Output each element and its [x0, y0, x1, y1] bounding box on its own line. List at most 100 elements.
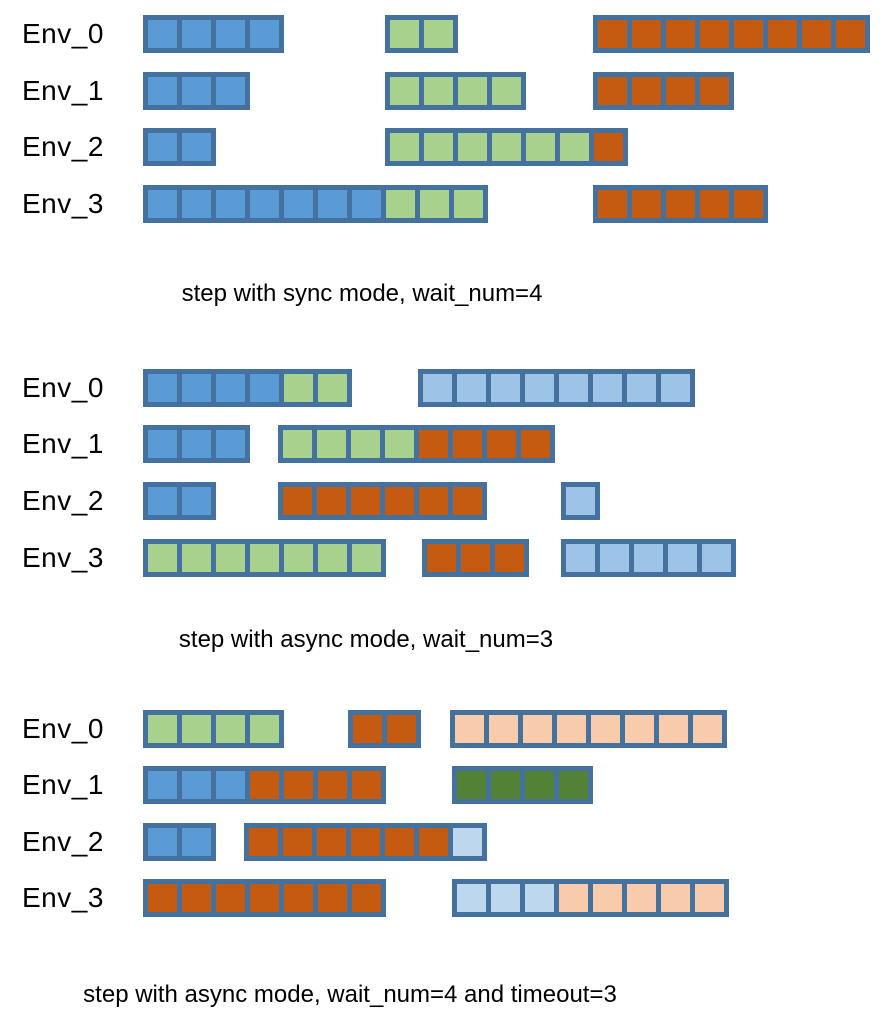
step-cell-orange: [353, 715, 382, 743]
step-group: [385, 15, 458, 53]
step-cell-green: [318, 374, 347, 402]
step-cell-orange: [250, 884, 279, 912]
step-group: [385, 128, 628, 166]
step-cell-blue: [250, 374, 279, 402]
step-cell-orange: [666, 77, 695, 105]
step-cell-green: [351, 430, 380, 458]
step-cell-orange: [594, 133, 623, 161]
step-cell-paleorange: [559, 884, 588, 912]
step-cell-blue: [148, 133, 177, 161]
step-cell-blue: [182, 77, 211, 105]
step-cell-green: [492, 77, 521, 105]
step-cell-orange: [182, 884, 211, 912]
step-cell-blue: [148, 430, 177, 458]
step-cell-orange: [216, 884, 245, 912]
step-cell-green: [458, 133, 487, 161]
step-cell-orange: [427, 544, 456, 572]
step-cell-orange: [284, 771, 313, 799]
step-cell-paleblue: [491, 884, 520, 912]
step-cell-orange: [419, 487, 448, 515]
step-cell-blue: [148, 828, 177, 856]
step-cell-green: [424, 133, 453, 161]
step-cell-darkgreen: [525, 771, 554, 799]
step-cell-lightblue: [457, 374, 486, 402]
step-cell-orange: [666, 20, 695, 48]
env-label-panel0-env_3: Env_3: [22, 188, 104, 219]
step-group: [244, 823, 487, 861]
step-cell-blue: [148, 771, 177, 799]
step-group: [348, 710, 421, 748]
step-cell-green: [424, 77, 453, 105]
step-group: [278, 482, 487, 520]
step-cell-green: [216, 544, 245, 572]
step-cell-orange: [632, 20, 661, 48]
step-group: [143, 766, 386, 804]
env-label-panel2-env_1: Env_1: [22, 769, 104, 800]
step-cell-orange: [317, 828, 346, 856]
step-cell-orange: [700, 190, 729, 218]
step-cell-green: [250, 715, 279, 743]
step-group: [450, 710, 727, 748]
step-group: [593, 185, 768, 223]
step-cell-paleblue: [457, 884, 486, 912]
panel-caption-async-timeout: step with async mode, wait_num=4 and tim…: [83, 981, 617, 1008]
step-cell-green: [182, 715, 211, 743]
step-cell-orange: [700, 20, 729, 48]
step-group: [143, 425, 250, 463]
step-cell-blue: [250, 20, 279, 48]
step-cell-lightblue: [593, 374, 622, 402]
env-label-panel0-env_1: Env_1: [22, 75, 104, 106]
step-cell-paleorange: [591, 715, 620, 743]
step-cell-green: [390, 77, 419, 105]
step-cell-green: [182, 544, 211, 572]
step-group: [422, 539, 529, 577]
step-cell-orange: [598, 20, 627, 48]
step-cell-paleorange: [627, 884, 656, 912]
step-cell-green: [526, 133, 555, 161]
step-cell-paleorange: [489, 715, 518, 743]
step-cell-orange: [317, 487, 346, 515]
step-cell-paleorange: [693, 715, 722, 743]
panel-caption-async-waitnum3: step with async mode, wait_num=3: [178, 626, 554, 653]
step-group: [593, 15, 870, 53]
step-cell-orange: [521, 430, 550, 458]
step-group: [143, 128, 216, 166]
step-cell-blue: [216, 430, 245, 458]
step-group: [278, 425, 555, 463]
step-cell-darkgreen: [491, 771, 520, 799]
step-cell-blue: [182, 771, 211, 799]
step-cell-blue: [182, 487, 211, 515]
step-cell-green: [148, 715, 177, 743]
env-label-panel2-env_0: Env_0: [22, 713, 104, 744]
step-cell-green: [284, 374, 313, 402]
step-cell-green: [284, 544, 313, 572]
step-group: [143, 482, 216, 520]
step-cell-green: [390, 133, 419, 161]
step-group: [143, 539, 386, 577]
step-cell-orange: [283, 487, 312, 515]
step-cell-orange: [700, 77, 729, 105]
step-cell-orange: [284, 884, 313, 912]
step-cell-blue: [182, 430, 211, 458]
step-cell-lightblue: [627, 374, 656, 402]
step-cell-paleorange: [625, 715, 654, 743]
step-cell-orange: [768, 20, 797, 48]
step-group: [452, 879, 729, 917]
step-cell-orange: [148, 884, 177, 912]
step-cell-orange: [487, 430, 516, 458]
step-cell-orange: [802, 20, 831, 48]
step-cell-blue: [352, 190, 381, 218]
step-cell-green: [424, 20, 453, 48]
step-group: [143, 185, 488, 223]
step-cell-orange: [249, 828, 278, 856]
step-group: [143, 823, 216, 861]
step-cell-blue: [182, 374, 211, 402]
step-cell-lightblue: [634, 544, 663, 572]
step-cell-green: [317, 430, 346, 458]
step-cell-orange: [734, 190, 763, 218]
step-cell-lightblue: [566, 487, 595, 515]
step-cell-orange: [632, 190, 661, 218]
step-cell-blue: [182, 828, 211, 856]
step-group: [418, 369, 695, 407]
